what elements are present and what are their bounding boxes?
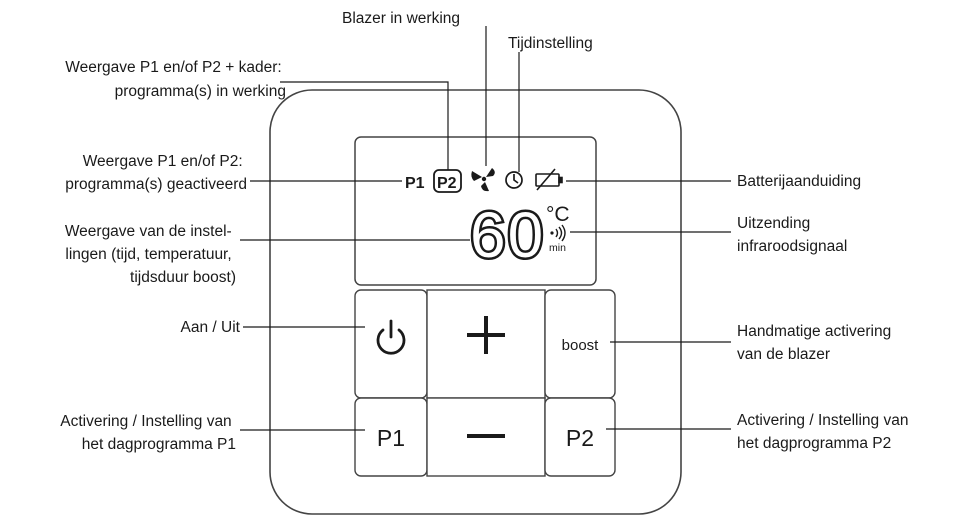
power-icon xyxy=(376,319,406,355)
p2-button-label: P2 xyxy=(566,425,594,451)
leader-programs-running xyxy=(280,81,449,170)
label-programs-activated: Weergave P1 en/of P2: programma(s) geact… xyxy=(65,153,247,193)
label-ir-signal: Uitzending infraroodsignaal xyxy=(737,215,847,255)
lcd-p1-indicator: P1 xyxy=(405,175,425,192)
label-programs-running: Weergave P1 en/of P2 + kader: programma(… xyxy=(65,59,286,100)
label-activation-p1: Activering / Instelling van het dagprogr… xyxy=(60,413,236,453)
boost-button-label: boost xyxy=(562,337,600,354)
label-on-off: Aan / Uit xyxy=(181,319,241,336)
fan-icon xyxy=(471,168,495,192)
label-settings-display: Weergave van de instel- lingen (tijd, te… xyxy=(65,223,236,286)
lcd-min: min xyxy=(549,242,566,254)
button-grid xyxy=(354,289,616,477)
label-battery: Batterijaanduiding xyxy=(737,173,861,190)
battery-empty-icon xyxy=(535,168,563,191)
leader-lines xyxy=(240,26,731,431)
power-button[interactable] xyxy=(354,289,428,399)
plus-icon xyxy=(467,316,505,354)
label-activation-p2: Activering / Instelling van het dagprogr… xyxy=(737,412,913,452)
clock-icon xyxy=(505,171,523,189)
infrared-signal-icon xyxy=(550,224,566,242)
label-time-setting: Tijdinstelling xyxy=(508,35,593,52)
label-fan-running: Blazer in werking xyxy=(342,10,460,27)
label-manual-boost: Handmatige activering van de blazer xyxy=(737,323,896,363)
p1-button-label: P1 xyxy=(377,425,405,451)
lcd-value: 60 xyxy=(470,199,545,271)
lcd-p2-indicator: P2 xyxy=(437,175,457,192)
lcd-unit: °C xyxy=(546,203,570,226)
p2-button[interactable] xyxy=(544,397,616,477)
